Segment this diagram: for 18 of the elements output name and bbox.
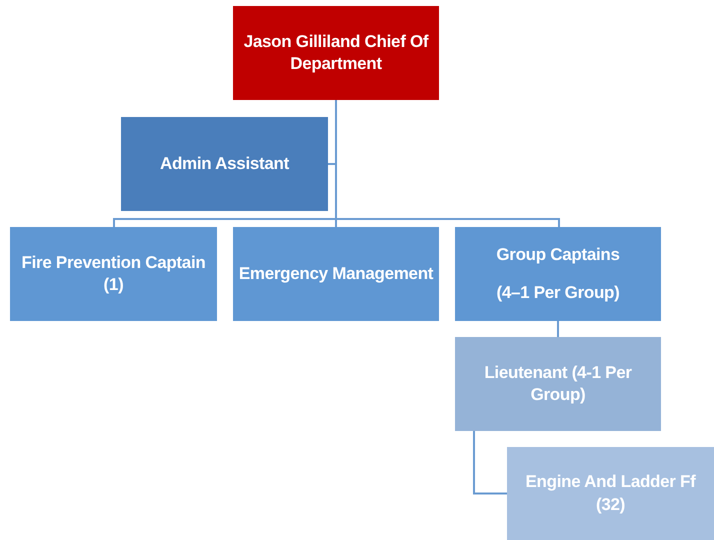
box-text: Fire Prevention Captain (1) (20, 252, 206, 296)
box-text: Admin Assistant (160, 152, 289, 175)
connector-line (335, 100, 560, 227)
box-text: Lieutenant (4-1 Per Group) (483, 362, 633, 406)
position-box (10, 227, 217, 321)
box-text: Group Captains (496, 244, 620, 266)
assistant-box (121, 117, 328, 211)
box-text: Engine And Ladder Ff (32) (524, 471, 697, 516)
position-box (233, 227, 439, 321)
position-box (455, 227, 661, 321)
position-box (507, 447, 714, 540)
box-text: (4–1 Per Group) (496, 282, 620, 304)
connector-line (557, 321, 559, 337)
chief-box (233, 6, 439, 100)
position-box (455, 337, 661, 431)
box-text: Emergency Management (238, 262, 434, 285)
connector-line (473, 431, 507, 494)
box-text: Jason Gilliland Chief Of Department (242, 30, 430, 75)
